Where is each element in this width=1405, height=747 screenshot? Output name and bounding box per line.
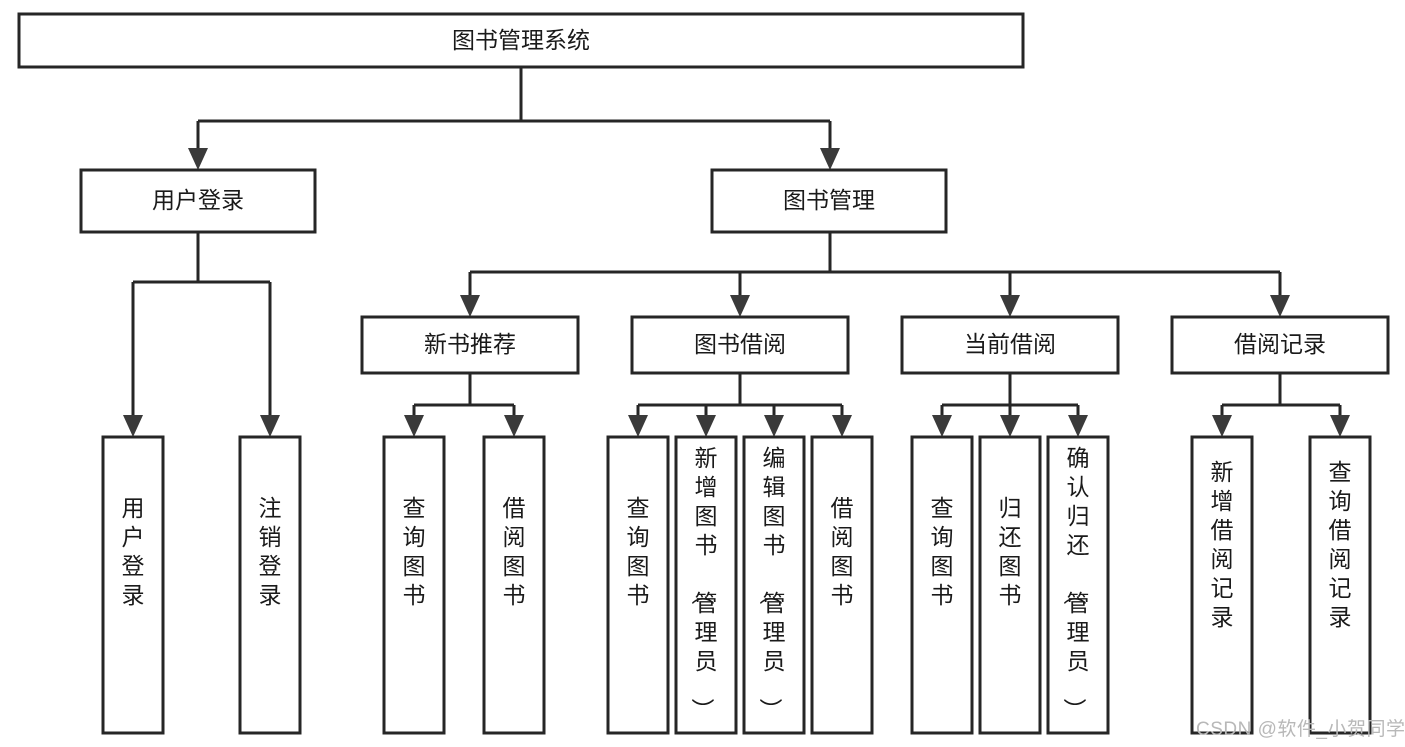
node-book-borrow-label: 图书借阅: [694, 331, 786, 357]
node-leaf-edit-book[interactable]: 编辑图书（管理员）: [742, 435, 806, 735]
node-borrow-record[interactable]: 借阅记录: [1170, 315, 1390, 375]
arrow-to-leaf-query-book-3: [932, 415, 952, 437]
node-book-manage-label: 图书管理: [783, 187, 875, 213]
node-leaf-return-book[interactable]: 归还图书: [978, 435, 1042, 735]
arrow-to-leaf-query-book-2: [628, 415, 648, 437]
connector-group-new-book-recommend: [404, 373, 524, 437]
node-leaf-logout-login-label: 注销登录: [259, 495, 282, 608]
arrow-to-user-login: [188, 148, 208, 170]
node-borrow-record-label: 借阅记录: [1234, 331, 1326, 357]
arrow-to-leaf-return-book: [1000, 415, 1020, 437]
arrow-to-leaf-query-record: [1330, 415, 1350, 437]
connector-group-book-manage: [460, 232, 1290, 317]
node-leaf-edit-book-label: 编辑图书（管理员）: [758, 445, 786, 721]
csdn-watermark: CSDN @软件_小贺同学: [1196, 718, 1405, 740]
node-leaf-borrow-book-2[interactable]: 借阅图书: [810, 435, 874, 735]
node-leaf-return-book-label: 归还图书: [999, 495, 1022, 608]
connector-group-current-borrow: [932, 373, 1088, 437]
arrow-to-book-borrow: [730, 295, 750, 317]
connector-group-root: [188, 67, 840, 170]
node-leaf-logout-login[interactable]: 注销登录: [238, 435, 302, 735]
node-leaf-query-book-3-label: 查询图书: [931, 495, 954, 608]
arrow-to-leaf-add-record: [1212, 415, 1232, 437]
node-leaf-confirm-return-label: 确认归还（管理员）: [1062, 445, 1090, 721]
arrow-to-leaf-add-book: [696, 415, 716, 437]
node-leaf-add-book-label: 新增图书（管理员）: [690, 445, 718, 721]
node-leaf-borrow-book-1-label: 借阅图书: [503, 495, 526, 608]
arrow-to-leaf-query-book-1: [404, 415, 424, 437]
node-leaf-add-book[interactable]: 新增图书（管理员）: [674, 435, 738, 735]
arrow-to-leaf-confirm-return: [1068, 415, 1088, 437]
arrow-to-book-manage: [820, 148, 840, 170]
node-leaf-query-book-2[interactable]: 查询图书: [606, 435, 670, 735]
node-leaf-query-book-2-label: 查询图书: [627, 495, 650, 608]
node-leaf-add-record[interactable]: 新增借阅记录: [1190, 435, 1254, 735]
node-user-login[interactable]: 用户登录: [79, 168, 317, 234]
node-leaf-query-book-1-label: 查询图书: [403, 495, 426, 608]
node-current-borrow-label: 当前借阅: [964, 331, 1056, 357]
arrow-to-leaf-user-login: [123, 415, 143, 437]
arrow-to-leaf-borrow-book-2: [832, 415, 852, 437]
node-leaf-confirm-return[interactable]: 确认归还（管理员）: [1046, 435, 1110, 735]
connector-group-borrow-record: [1212, 373, 1350, 437]
node-root[interactable]: 图书管理系统: [17, 12, 1025, 69]
node-leaf-user-login[interactable]: 用户登录: [101, 435, 165, 735]
arrow-to-new-book-recommend: [460, 295, 480, 317]
arrow-to-leaf-logout-login: [260, 415, 280, 437]
node-user-login-label: 用户登录: [152, 187, 244, 213]
arrow-to-borrow-record: [1270, 295, 1290, 317]
connector-group-book-borrow: [628, 373, 852, 437]
node-leaf-borrow-book-1[interactable]: 借阅图书: [482, 435, 546, 735]
node-leaf-query-book-1[interactable]: 查询图书: [382, 435, 446, 735]
node-new-book-recommend-label: 新书推荐: [424, 331, 516, 357]
node-leaf-add-record-label: 新增借阅记录: [1211, 459, 1234, 630]
arrow-to-current-borrow: [1000, 295, 1020, 317]
arrow-to-leaf-edit-book: [764, 415, 784, 437]
connector-group-user-login: [123, 232, 280, 437]
node-leaf-borrow-book-2-label: 借阅图书: [831, 495, 854, 608]
node-leaf-query-record-label: 查询借阅记录: [1329, 459, 1352, 630]
node-leaf-query-book-3[interactable]: 查询图书: [910, 435, 974, 735]
node-leaf-user-login-label: 用户登录: [122, 495, 145, 608]
arrow-to-leaf-borrow-book-1: [504, 415, 524, 437]
node-new-book-recommend[interactable]: 新书推荐: [360, 315, 580, 375]
node-leaf-query-record[interactable]: 查询借阅记录: [1308, 435, 1372, 735]
node-book-manage[interactable]: 图书管理: [710, 168, 948, 234]
node-root-label: 图书管理系统: [452, 27, 590, 53]
node-current-borrow[interactable]: 当前借阅: [900, 315, 1120, 375]
node-book-borrow[interactable]: 图书借阅: [630, 315, 850, 375]
